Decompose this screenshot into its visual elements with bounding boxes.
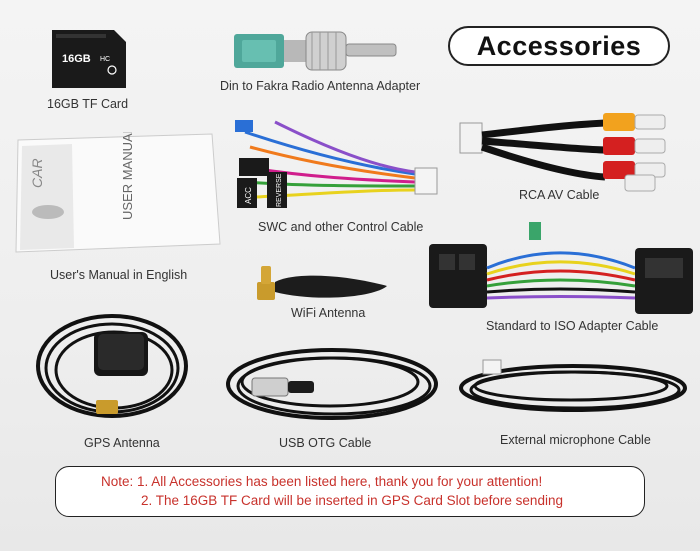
page-title-badge: Accessories: [448, 26, 670, 66]
page-title: Accessories: [476, 30, 642, 61]
manual-cover-brand: CAR: [29, 158, 45, 188]
item-label-usb-otg-cable: USB OTG Cable: [279, 436, 372, 450]
swc-cable-image: ACC REVERSE: [235, 120, 438, 208]
note-line-1: Note: 1. All Accessories has been listed…: [101, 474, 543, 489]
cable-tag-acc: ACC: [244, 187, 253, 204]
item-label-tf-card: 16GB TF Card: [47, 97, 129, 111]
microphone-cable-image: [459, 359, 687, 412]
note-box: Note: 1. All Accessories has been listed…: [55, 466, 645, 517]
fakra-adapter-image: [234, 31, 397, 71]
tf-card-capacity: 16GB: [62, 53, 91, 65]
svg-text:HC: HC: [100, 56, 110, 63]
item-label-microphone-cable: External microphone Cable: [500, 433, 651, 447]
manual-cover-title: USER MANUAL: [120, 132, 135, 220]
item-label-user-manual: User's Manual in English: [50, 268, 188, 282]
item-label-swc-cable: SWC and other Control Cable: [258, 220, 424, 234]
rca-cable-image: [459, 113, 666, 192]
usb-otg-cable-image: [226, 348, 438, 420]
user-manual-image: CAR USER MANUAL: [15, 132, 221, 253]
iso-adapter-image: [429, 222, 693, 314]
wifi-antenna-image: [257, 266, 387, 300]
item-label-wifi-antenna: WiFi Antenna: [291, 306, 366, 320]
note-line-2: 2. The 16GB TF Card will be inserted in …: [141, 493, 563, 508]
item-label-gps-antenna: GPS Antenna: [84, 436, 160, 450]
item-label-fakra-adapter: Din to Fakra Radio Antenna Adapter: [220, 79, 421, 93]
gps-antenna-image: [36, 314, 188, 418]
tf-card-image: 16GB HC: [52, 30, 126, 88]
item-label-iso-adapter: Standard to ISO Adapter Cable: [486, 319, 659, 333]
cable-tag-reverse: REVERSE: [276, 173, 283, 207]
item-label-rca-cable: RCA AV Cable: [519, 188, 600, 202]
